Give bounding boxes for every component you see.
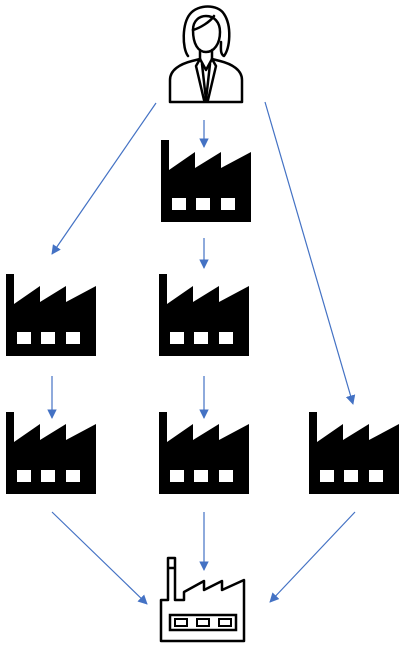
arrow-factory-low-left-to-factory-final <box>51 511 148 605</box>
factory-icon <box>309 412 399 494</box>
arrow-person-to-factory-mid-left <box>51 102 157 255</box>
factory-outline-icon <box>159 556 246 643</box>
factory-icon <box>161 140 251 222</box>
factory-icon <box>6 412 96 494</box>
factory-icon <box>6 274 96 356</box>
arrow-person-to-factory-low-right <box>264 101 356 405</box>
arrow-group <box>47 101 356 605</box>
businesswoman-icon <box>168 5 244 104</box>
factory-icon <box>159 274 249 356</box>
node-group <box>6 5 399 643</box>
factory-icon <box>159 412 249 494</box>
arrow-factory-low-right-to-factory-final <box>269 511 356 603</box>
